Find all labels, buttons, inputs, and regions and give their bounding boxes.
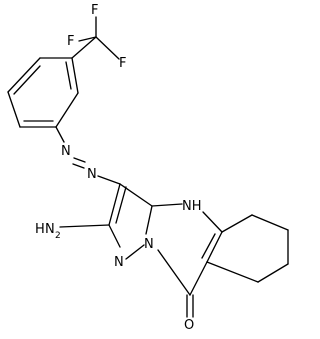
bond: [55, 92, 79, 128]
bond: [7, 91, 21, 128]
bond: [97, 175, 121, 185]
amino-hydrogen-label: H: [35, 222, 45, 237]
bond: [59, 224, 110, 228]
pyrimidine-ring: [151, 203, 223, 296]
amino-nitrogen-label: N: [45, 222, 55, 237]
bond: [206, 231, 223, 263]
cf3-group: [71, 16, 120, 60]
molecule-svg: F F F N N NH H N 2 N N O: [7, 3, 289, 333]
bond: [71, 36, 97, 59]
bond: [119, 183, 153, 207]
fluorine-atom-label: F: [67, 34, 74, 49]
fluorine-atom-label: F: [91, 3, 98, 18]
bond: [72, 163, 85, 169]
bond: [7, 57, 41, 93]
atom-labels: F F F N N NH H N 2 N N O: [35, 3, 202, 333]
bond: [221, 214, 253, 233]
bridgehead-nitrogen-label: N: [144, 237, 154, 252]
bond: [157, 249, 191, 296]
bond: [201, 233, 216, 259]
amino-subscript-label: 2: [55, 231, 61, 241]
cyclohexene-ring: [206, 214, 289, 283]
amine-nh-label: NH: [182, 199, 202, 214]
bond: [115, 186, 127, 224]
benzene-ring: [7, 57, 79, 128]
oxygen-atom-label: O: [184, 318, 194, 333]
azo-nitrogen-label: N: [61, 144, 71, 159]
bond: [13, 65, 41, 95]
bond: [151, 203, 183, 207]
bond: [65, 61, 72, 90]
azo-group: [55, 126, 121, 185]
bond: [108, 183, 121, 226]
bond: [95, 36, 120, 60]
bond: [189, 261, 208, 296]
carbonyl: [186, 294, 194, 318]
bond: [202, 211, 223, 233]
pyrazole-ring: [59, 183, 153, 260]
bond: [71, 57, 79, 94]
bond: [78, 36, 97, 42]
bond: [251, 214, 289, 231]
bond: [55, 126, 65, 143]
bond: [73, 157, 86, 163]
bond: [145, 205, 153, 235]
bond: [257, 263, 289, 283]
fluorine-atom-label: F: [119, 56, 126, 71]
pyrazole-nitrogen-label: N: [114, 255, 124, 270]
bond: [125, 244, 145, 260]
bond: [108, 224, 121, 248]
azo-nitrogen-label: N: [87, 167, 97, 182]
structure-diagram: F F F N N NH H N 2 N N O: [7, 3, 289, 333]
bond: [206, 261, 259, 283]
